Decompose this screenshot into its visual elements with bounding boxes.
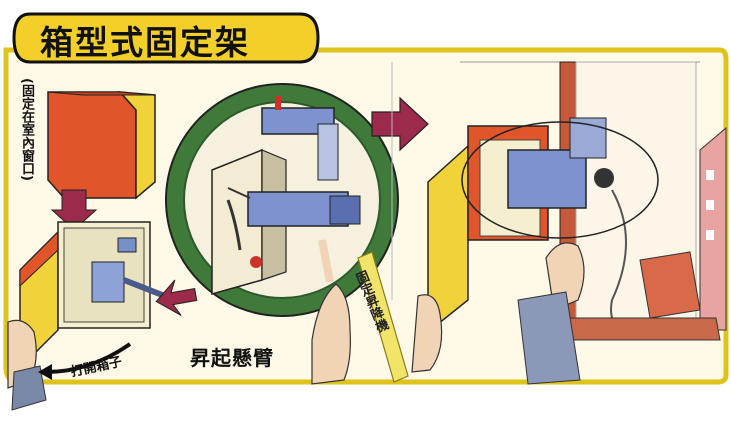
title-banner xyxy=(12,12,320,64)
page-title: 箱型式固定架 xyxy=(40,23,250,62)
hoist-stick xyxy=(357,251,409,383)
arrow-up-to-circle xyxy=(155,279,198,316)
down-arrow xyxy=(50,189,98,231)
open-arrow xyxy=(45,342,132,374)
window-scene xyxy=(391,61,727,341)
closed-box xyxy=(47,91,156,200)
zoom-circle xyxy=(165,83,399,317)
caption-raise-arm: 昇起懸臂 xyxy=(190,346,274,370)
title-banner-area: 箱型式固定架 xyxy=(28,10,318,70)
arrow-to-right xyxy=(371,96,429,152)
hand-right-1 xyxy=(411,294,443,373)
side-note: (固定在室內窗口) xyxy=(19,78,34,181)
hand-center xyxy=(311,283,351,385)
